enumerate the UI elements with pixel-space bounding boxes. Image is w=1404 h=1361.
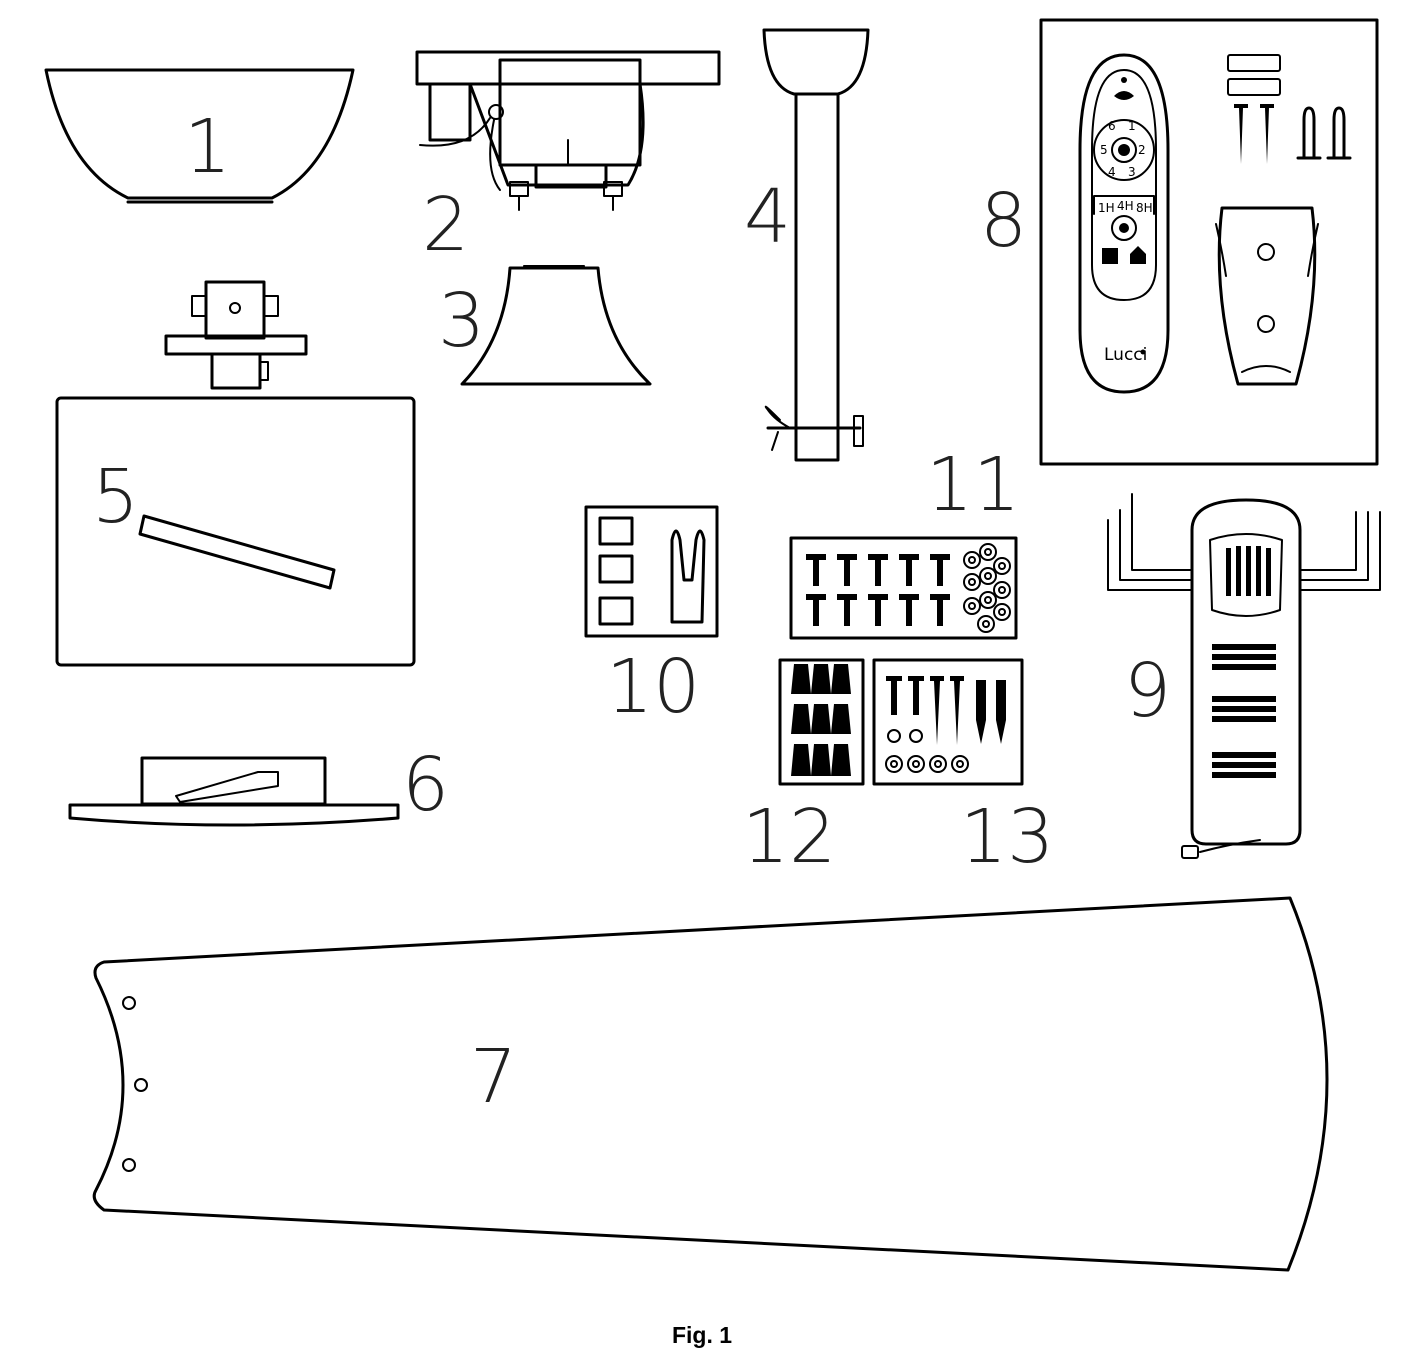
part-5-motor-box <box>55 280 416 667</box>
remote-button-2: 2 <box>1138 143 1146 157</box>
part-7-fan-blade <box>92 896 1329 1272</box>
part-number-10: 10 <box>606 644 700 730</box>
part-number-6: 6 <box>402 742 449 828</box>
part-number-7: 7 <box>470 1034 517 1120</box>
part-12-wire-connectors <box>778 658 865 786</box>
part-number-4: 4 <box>744 174 791 260</box>
remote-button-4: 4 <box>1108 165 1116 179</box>
part-6-switch-housing <box>68 756 400 827</box>
remote-button-3: 3 <box>1128 165 1136 179</box>
remote-timer-1h: 1H <box>1098 201 1115 215</box>
part-number-3: 3 <box>438 278 485 364</box>
remote-timer-4h: 4H <box>1117 199 1134 213</box>
part-13-mounting-hardware <box>872 658 1024 786</box>
figure-caption: Fig. 1 <box>671 1322 733 1348</box>
part-3-coupling-cover <box>460 265 652 386</box>
part-4-downrod <box>762 28 870 462</box>
remote-button-6: 6 <box>1108 119 1116 133</box>
remote-brand: Lucci <box>1104 345 1147 365</box>
part-1-canopy-bowl <box>44 68 355 204</box>
remote-button-5: 5 <box>1100 143 1108 157</box>
part-11-screw-kit <box>789 536 1018 640</box>
part-9-receiver <box>1107 493 1381 859</box>
part-number-1: 1 <box>184 104 231 190</box>
part-number-9: 9 <box>1124 648 1171 734</box>
part-number-12: 12 <box>742 794 836 880</box>
part-number-11: 11 <box>926 442 1020 528</box>
part-number-13: 13 <box>960 794 1054 880</box>
part-10-blade-holder-card <box>584 505 719 638</box>
part-8-remote-control-set: 6 1 5 2 4 3 1H 4H 8H Lucci <box>1039 18 1379 466</box>
remote-button-1: 1 <box>1128 119 1136 133</box>
part-number-8: 8 <box>980 178 1027 264</box>
part-2-mounting-bracket <box>415 50 721 211</box>
part-number-5: 5 <box>92 454 139 540</box>
remote-timer-8h: 8H <box>1136 201 1153 215</box>
part-number-2: 2 <box>422 182 469 268</box>
